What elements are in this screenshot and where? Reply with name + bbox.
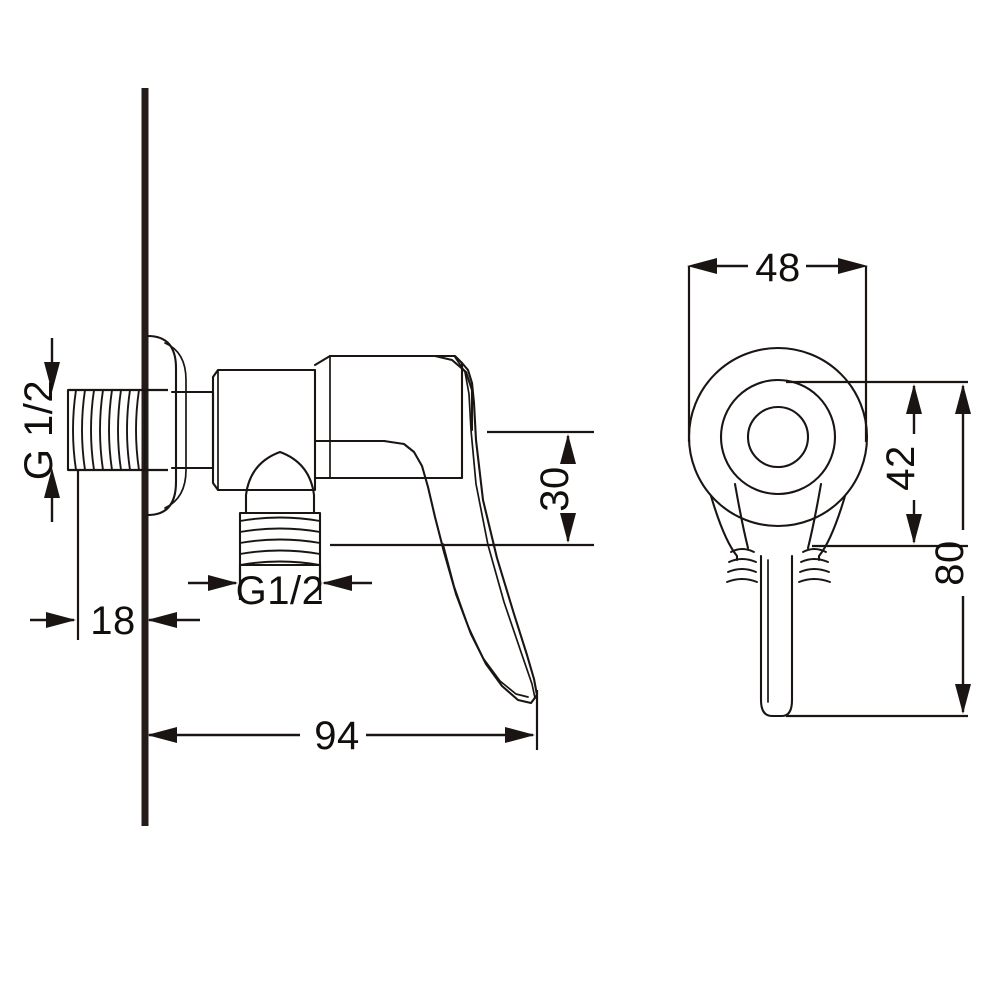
dimension-label-80: 80 — [928, 540, 972, 586]
dimension-label-outlet-thread: G1/2 — [236, 569, 325, 613]
dimension-label-94: 94 — [314, 714, 360, 758]
dimension-wall-offset: 18 — [30, 470, 200, 643]
side-view-valve-body — [66, 334, 539, 705]
dimension-label-30: 30 — [533, 466, 577, 512]
dimension-spout-height: 30 — [330, 430, 594, 547]
dimension-label-42: 42 — [879, 445, 923, 491]
dimension-projection: 94 — [147, 690, 539, 758]
dimension-body-height: 42 — [786, 380, 968, 548]
dimension-label-18: 18 — [90, 599, 136, 643]
front-thread-crests — [726, 548, 831, 583]
dimension-label-48: 48 — [755, 246, 801, 290]
outlet-thread-crests — [239, 516, 321, 566]
dimension-label-inlet-thread: G 1/2 — [17, 380, 61, 480]
dimension-inlet-thread: G 1/2 — [17, 338, 168, 522]
inlet-thread-crests — [72, 389, 140, 471]
dimension-outlet-thread: G1/2 — [188, 565, 372, 613]
dimension-flange-diameter: 48 — [687, 246, 868, 442]
front-view-valve — [687, 346, 869, 718]
dimension-overall-height: 80 — [786, 384, 972, 718]
